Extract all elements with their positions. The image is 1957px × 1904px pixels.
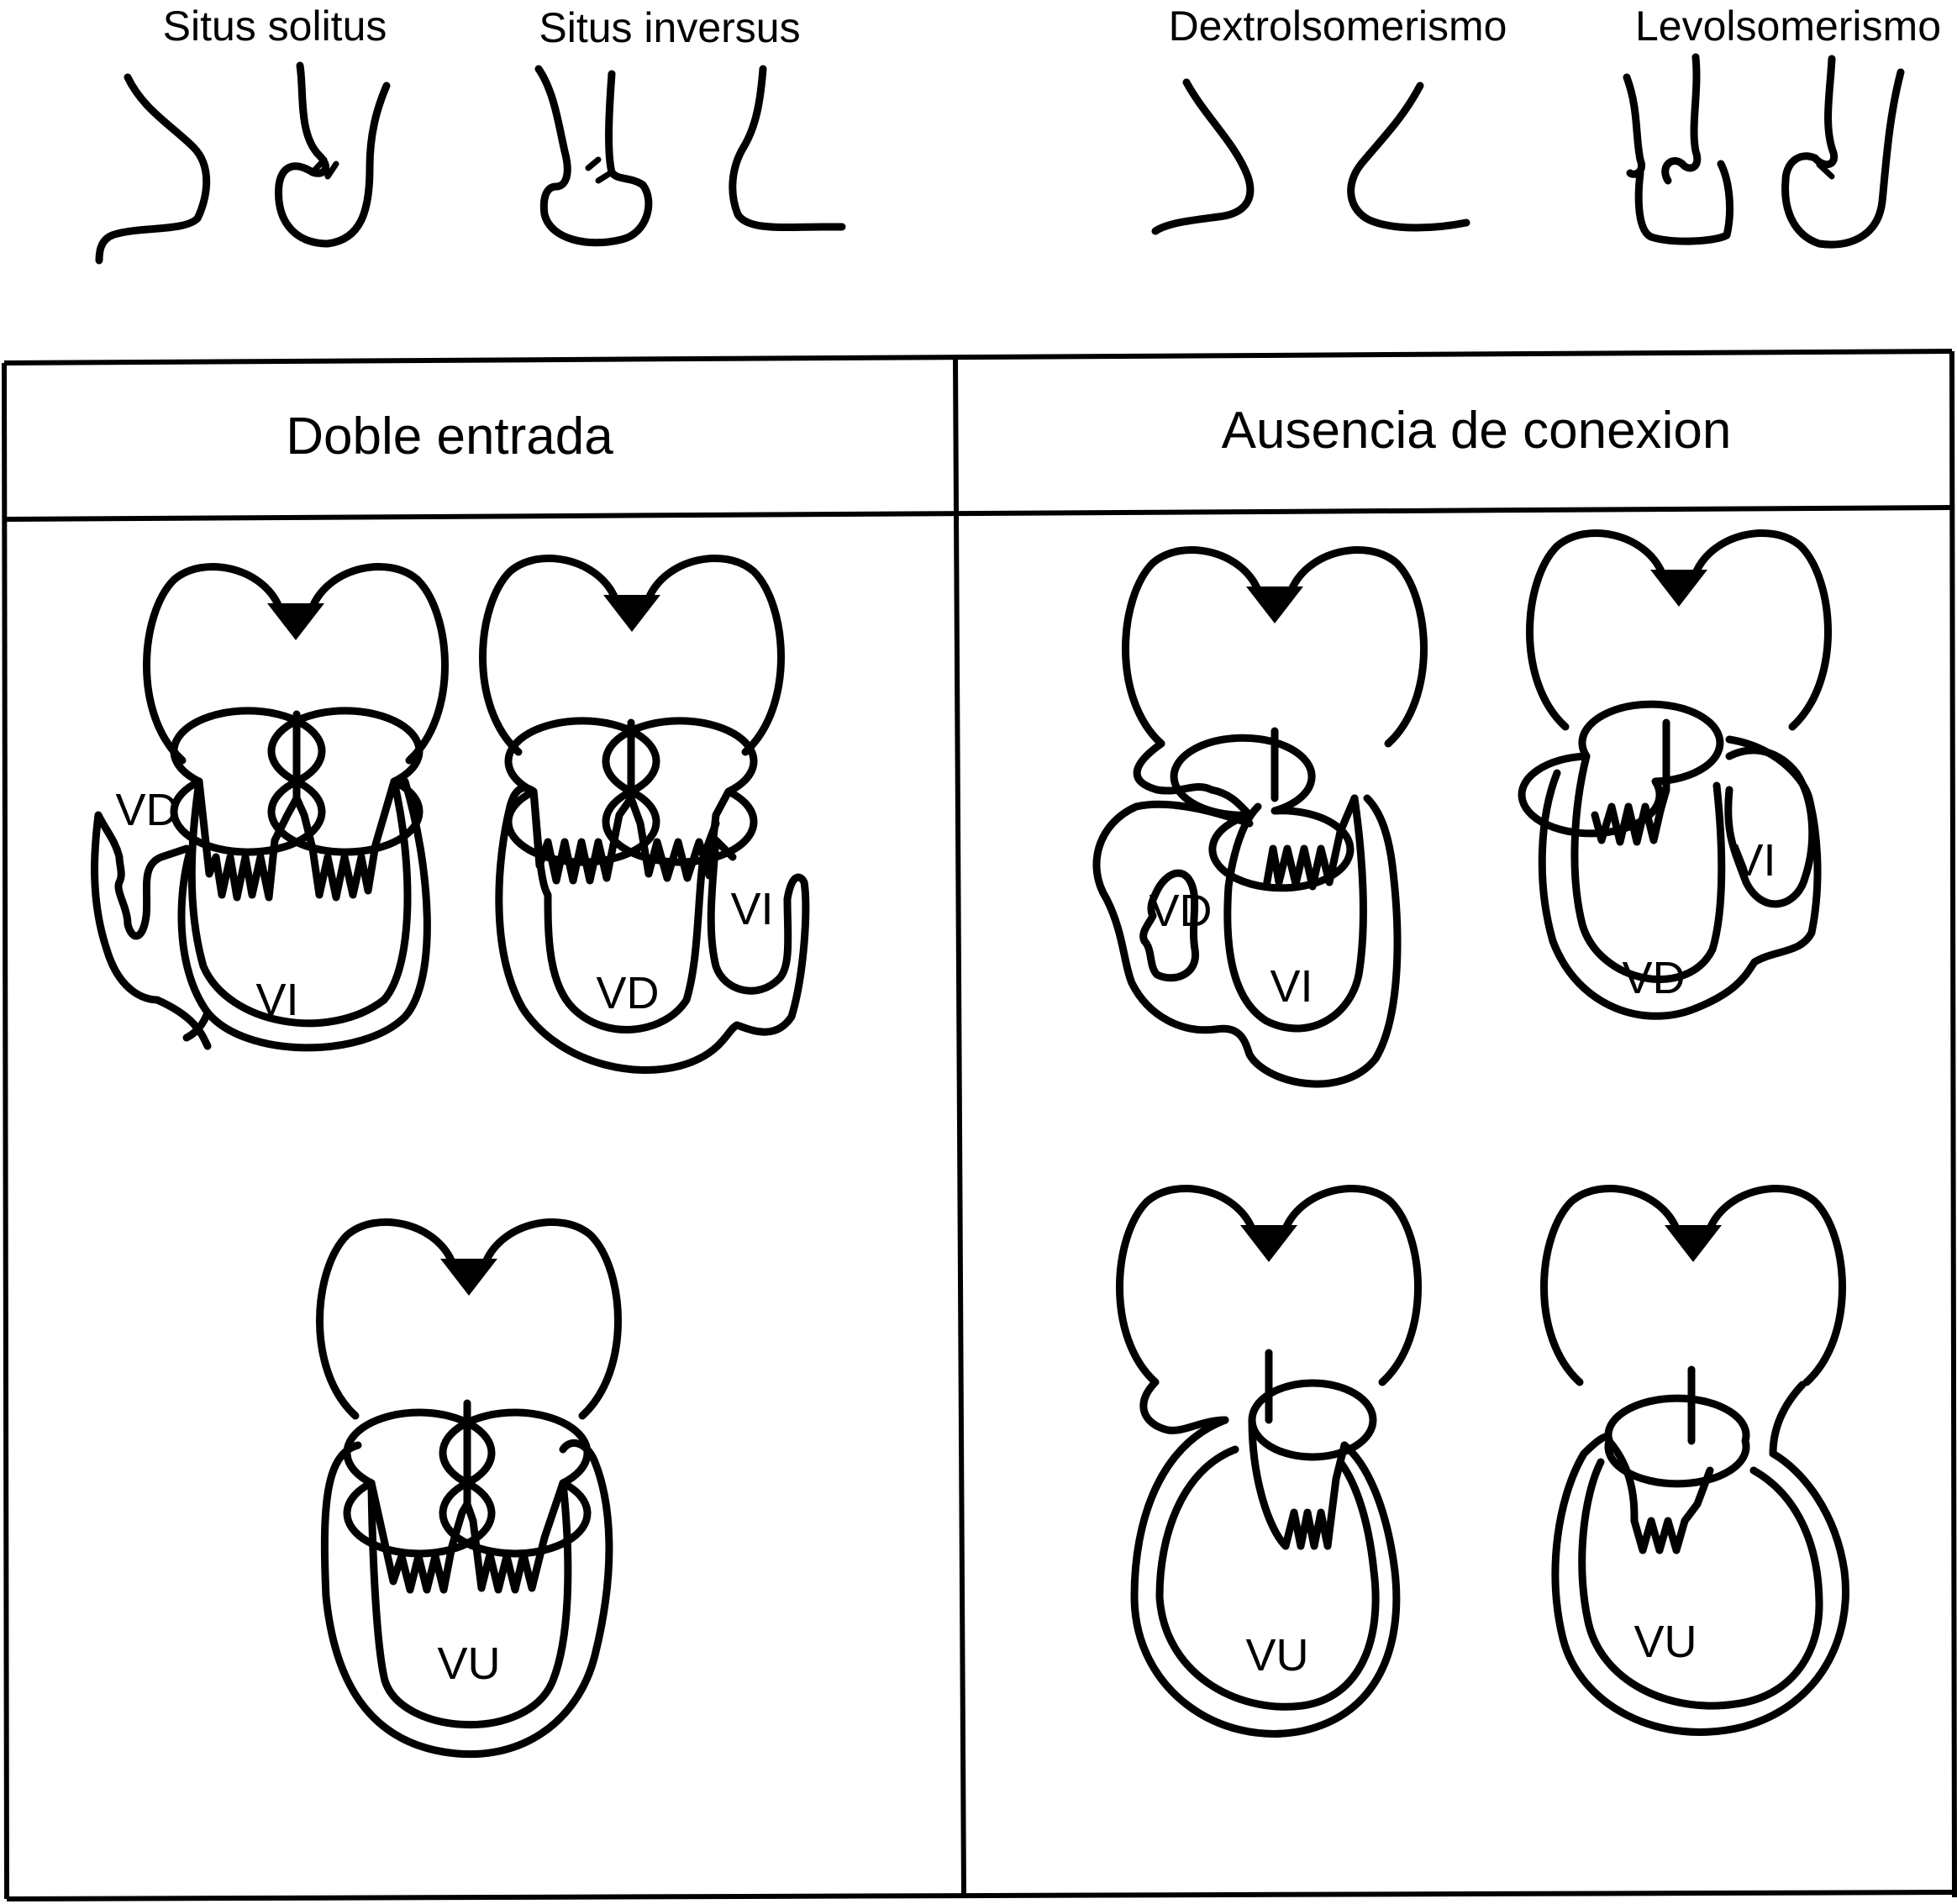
label-levoisomerism: Levolsomerismo (1635, 3, 1941, 50)
label-a4-vu: VU (1633, 1617, 1697, 1667)
header-ausencia-de-conexion: Ausencia de conexion (1222, 402, 1732, 460)
label-d2-vd: VD (596, 968, 659, 1018)
label-dextroisomerism: Dextrolsomerismo (1169, 3, 1507, 50)
situs-solitus-sketch (99, 66, 387, 260)
situs-inversus-sketch (539, 69, 842, 243)
label-a1-vi: VI (1270, 961, 1313, 1012)
absent-connection-diagram-1 (1097, 550, 1424, 1084)
label-a3-vu: VU (1245, 1630, 1308, 1680)
label-situs-inversus: Situs inversus (539, 4, 800, 51)
label-a1-vd: VD (1149, 886, 1212, 936)
label-d2-vi: VI (730, 884, 773, 934)
absent-connection-diagram-2 (1522, 533, 1828, 1016)
label-d3-vu: VU (437, 1638, 500, 1689)
label-a2-vi: VI (1733, 835, 1776, 886)
dextroisomerism-sketch (1155, 82, 1466, 231)
label-d1-vd: VD (115, 785, 178, 835)
label-situs-solitus: Situs solitus (163, 3, 387, 50)
header-doble-entrada: Doble entrada (286, 408, 613, 465)
label-a2-vd: VD (1622, 953, 1685, 1003)
levoisomerism-sketch (1627, 57, 1901, 245)
label-d1-vi: VI (255, 975, 298, 1025)
